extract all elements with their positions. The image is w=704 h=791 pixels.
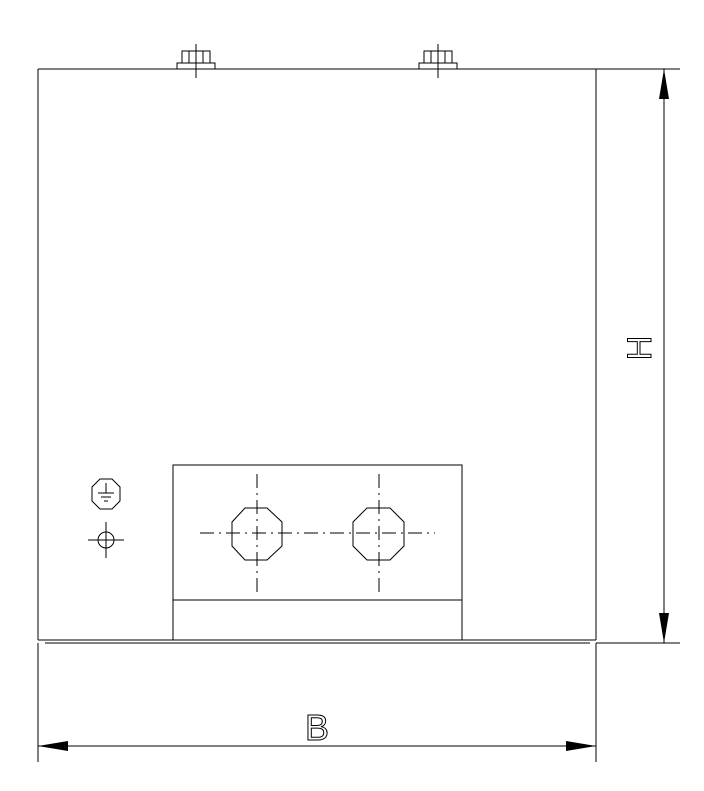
center-lines: [200, 474, 435, 592]
enclosure-body: [37, 68, 597, 644]
ground-icon: [91, 478, 121, 510]
octagon-hole-icon: [231, 507, 283, 561]
crosshair-circle-icon: [88, 522, 124, 558]
terminal-box: [172, 464, 463, 641]
width-label: B: [305, 707, 329, 748]
octagon-hole-icon: [352, 507, 405, 561]
hex-bolt-icon: [176, 44, 216, 78]
width-dimension: [37, 643, 597, 762]
height-dimension: [596, 68, 680, 644]
hex-bolt-icon: [418, 44, 458, 78]
height-label: H: [621, 336, 659, 361]
